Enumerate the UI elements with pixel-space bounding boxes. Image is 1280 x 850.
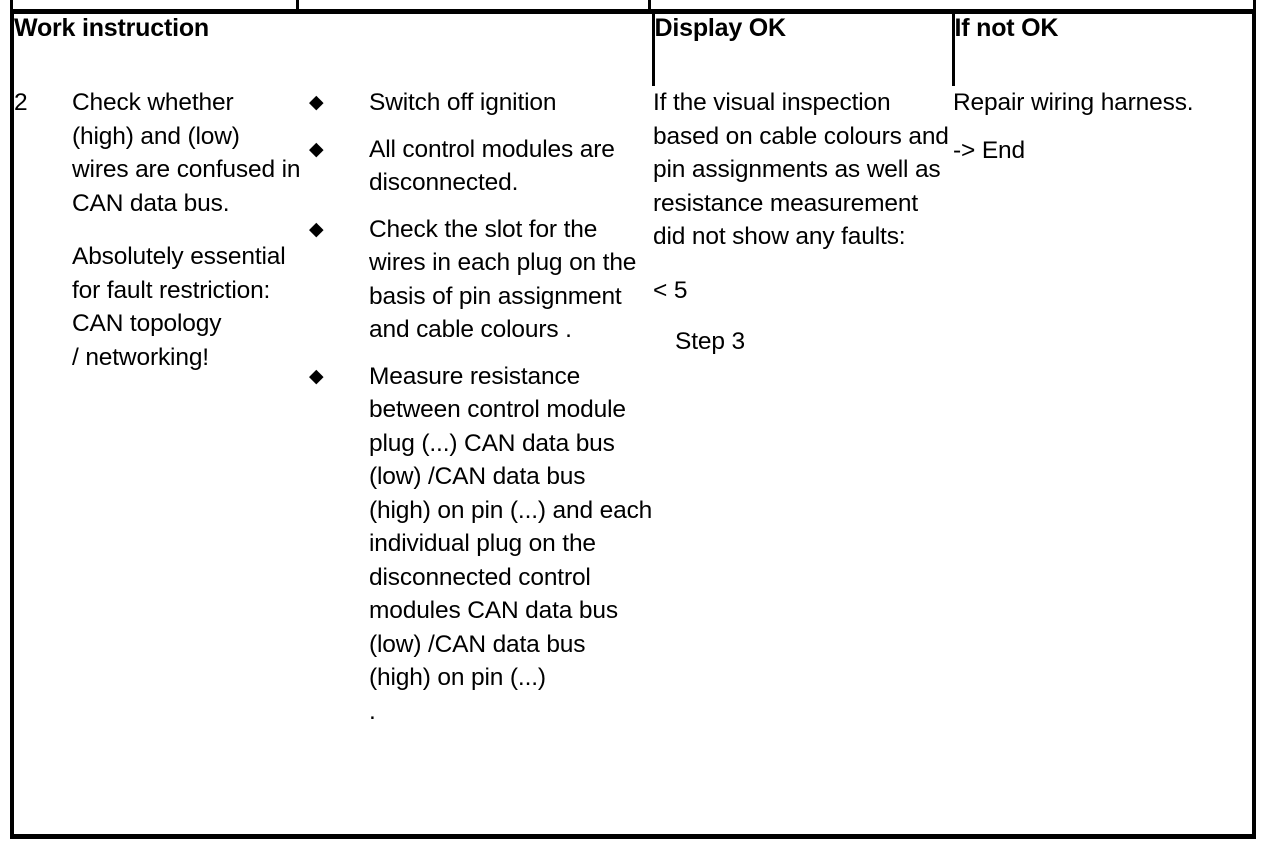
list-item-label: All control modules are disconnected. (369, 135, 622, 197)
header-work-instruction: Work instruction (14, 14, 209, 42)
crop-tick-mark (648, 0, 651, 9)
work-instruction-table: Work instruction Display OK If not OK 2 … (10, 9, 1256, 839)
list-item: ◆ Measure resistance between control mod… (301, 360, 653, 729)
cell-description: Check whether (high) and (low) wires are… (72, 86, 301, 834)
crop-tick-mark (1253, 0, 1256, 9)
list-item: ◆ All control modules are disconnected. (301, 133, 653, 200)
list-item-label: Measure resistance between control modul… (369, 362, 653, 725)
list-item: ◆ Switch off ignition (301, 86, 653, 120)
bullet-list: ◆ Switch off ignition ◆ All control modu… (301, 86, 653, 728)
header-display-ok: Display OK (651, 14, 954, 86)
crop-tick-mark (10, 0, 13, 9)
display-ok-next-step: Step 3 (675, 328, 745, 355)
list-item-label: Switch off ignition (369, 89, 557, 116)
diamond-bullet-icon: ◆ (309, 365, 324, 387)
table-header-row: Work instruction Display OK If not OK (14, 14, 1253, 86)
cell-if-not-ok: Repair wiring harness. -> End (953, 86, 1252, 834)
description-paragraph: Absolutely essential for fault restricti… (72, 243, 286, 371)
table-row: 2 Check whether (high) and (low) wires a… (14, 86, 1252, 834)
description-paragraph: Check whether (high) and (low) wires are… (72, 89, 308, 217)
cell-bullet-list: ◆ Switch off ignition ◆ All control modu… (301, 86, 653, 834)
cell-step-number: 2 (14, 89, 28, 116)
diamond-bullet-icon: ◆ (309, 92, 324, 113)
cell-display-ok: If the visual inspection based on cable … (653, 86, 953, 834)
diamond-bullet-icon: ◆ (309, 138, 324, 160)
display-ok-condition: < 5 (653, 276, 688, 304)
if-not-ok-end: -> End (953, 136, 1025, 164)
header-if-not-ok: If not OK (951, 14, 1253, 86)
diamond-bullet-icon: ◆ (309, 218, 324, 240)
if-not-ok-action: Repair wiring harness. (953, 89, 1194, 116)
display-ok-intro: If the visual inspection based on cable … (653, 89, 956, 250)
list-item: ◆ Check the slot for the wires in each p… (301, 213, 653, 347)
list-item-label: Check the slot for the wires in each plu… (369, 215, 643, 344)
crop-tick-mark (296, 0, 299, 9)
